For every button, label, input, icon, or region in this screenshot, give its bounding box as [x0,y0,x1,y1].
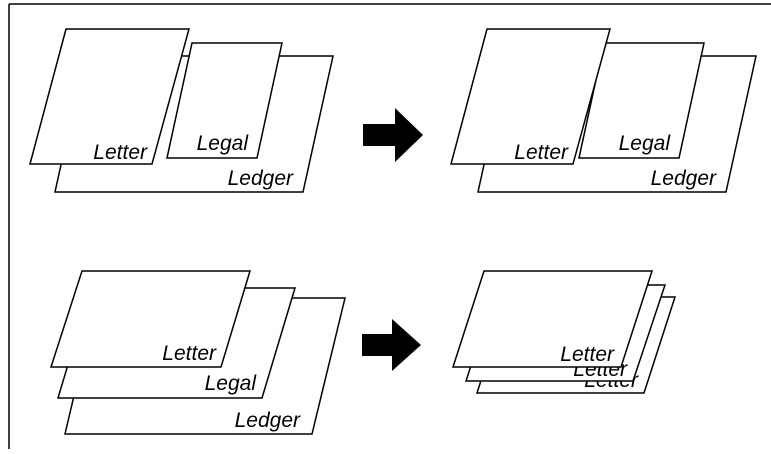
bottom-before-legal-label: Legal [205,372,258,395]
top-after-ledger-label: Ledger [651,167,717,190]
top-before-legal-sheet: Legal [166,42,283,159]
frame-border [8,3,771,449]
bottom-after-stack: Letter Letter Letter [451,270,677,394]
top-before-letter-sheet: Letter [29,28,190,165]
top-before-ledger-label: Ledger [228,167,294,190]
top-after-stack: Ledger Legal Letter [450,28,757,193]
bottom-before-stack: Ledger Legal Letter [49,270,346,435]
right-arrow-icon [362,319,421,371]
bottom-before-letter-sheet: Letter [49,270,252,368]
top-before-letter-label: Letter [93,141,148,164]
top-after-legal-label: Legal [619,132,672,155]
bottom-after-letter-1-label: Letter [560,343,615,366]
bottom-after-sheet-1: Letter [451,270,654,368]
bottom-before-ledger-label: Ledger [235,409,301,432]
top-after-letter-sheet: Letter [450,28,611,165]
top-before-stack: Ledger Legal Letter [29,28,334,193]
top-after-legal-sheet: Legal [578,42,705,159]
right-arrow-icon [363,108,423,162]
top-before-legal-label: Legal [197,132,250,155]
top-after-letter-label: Letter [514,141,569,164]
bottom-before-letter-label: Letter [162,342,217,365]
